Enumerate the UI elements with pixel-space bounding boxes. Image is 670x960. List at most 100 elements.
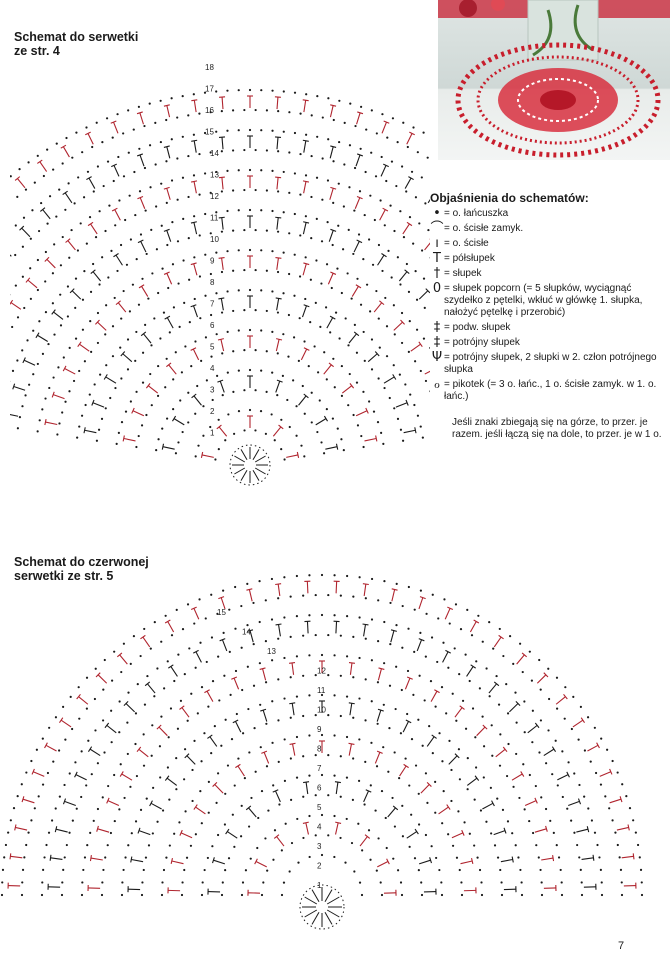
chain-ring — [342, 248, 345, 251]
chain-ring — [265, 390, 268, 393]
stitch-fan — [149, 800, 153, 807]
stitch-fan — [221, 97, 224, 110]
chain-ring — [188, 647, 191, 650]
chain-ring — [326, 220, 329, 224]
stitch-fan — [59, 717, 64, 724]
chain-ring — [240, 604, 243, 608]
chain-ring — [481, 640, 484, 643]
chain-ring — [216, 833, 220, 837]
legend-item: ı= o. ścisłe — [430, 237, 662, 250]
chain-ring — [65, 136, 68, 140]
stitch-fan — [193, 608, 200, 620]
chain-ring — [60, 893, 64, 897]
treble-crochet-icon: ‡ — [433, 320, 441, 335]
chain-ring — [406, 712, 409, 716]
stitch-fan — [298, 395, 307, 406]
chain-ring — [594, 771, 598, 775]
stitch-fan — [200, 451, 204, 458]
row-number: 12 — [210, 192, 219, 201]
stitch-fan — [277, 624, 281, 637]
stitch-fan — [166, 777, 178, 786]
chain-ring — [202, 434, 205, 437]
chain-ring — [413, 403, 416, 407]
chain-ring — [498, 764, 502, 767]
chain-ring — [560, 893, 564, 897]
stitch-fan — [272, 426, 282, 437]
chain-ring — [352, 757, 355, 760]
chain-ring — [243, 228, 246, 232]
chain-ring — [400, 688, 403, 692]
chain-ring — [339, 836, 342, 840]
chain-ring — [132, 128, 135, 131]
chain-ring — [539, 719, 543, 722]
chain-ring — [84, 403, 87, 407]
chain-ring — [410, 813, 413, 816]
stitch-fan — [469, 621, 477, 633]
stitch-fan — [380, 165, 387, 177]
chain-ring — [176, 157, 179, 160]
chain-ring — [265, 765, 269, 768]
stitch-fan — [103, 374, 108, 380]
chain-ring — [345, 655, 349, 658]
chain-ring — [62, 868, 65, 872]
chain-ring — [248, 825, 251, 828]
stitch-fan — [131, 858, 144, 863]
chain-ring — [254, 268, 257, 272]
chain-ring — [233, 784, 236, 787]
stitch-fan — [363, 583, 367, 597]
chain-ring — [147, 297, 150, 300]
stitch-fan — [138, 830, 151, 836]
chain-ring — [272, 858, 275, 861]
chain-ring — [140, 893, 144, 897]
chain-ring — [383, 580, 386, 583]
chain-ring — [211, 680, 215, 683]
chain-ring — [435, 856, 438, 860]
chain-ring — [237, 757, 240, 760]
chain-ring — [276, 230, 280, 233]
chain-ring — [106, 844, 109, 847]
triple-treble-icon: ‡ — [433, 335, 441, 350]
chain-ring — [327, 714, 330, 717]
stitch-fan — [362, 583, 369, 586]
chain-ring — [540, 893, 544, 897]
chain-ring — [72, 379, 76, 383]
chain-ring — [416, 414, 420, 417]
chain-ring — [320, 653, 324, 657]
chain-ring — [129, 400, 132, 403]
row-number: 14 — [242, 628, 251, 637]
chain-ring — [310, 421, 313, 424]
stitch-fan — [534, 797, 538, 804]
stitch-fan — [349, 383, 355, 389]
chain-ring — [283, 656, 286, 660]
row-number: 7 — [210, 300, 215, 309]
stitch-fan — [50, 857, 63, 860]
chain-ring — [485, 820, 488, 823]
stitch-fan — [424, 370, 430, 375]
chain-ring — [352, 595, 355, 598]
chain-ring — [457, 748, 461, 751]
chain-ring — [270, 577, 274, 581]
chain-ring — [396, 141, 399, 144]
legend-item: †= słupek — [430, 267, 662, 280]
chain-ring — [333, 814, 336, 818]
chain-ring — [111, 355, 115, 358]
stitch-fan — [140, 331, 147, 337]
chain-ring — [223, 674, 226, 677]
chain-ring — [410, 738, 414, 741]
chain-ring — [21, 275, 24, 278]
chain-ring — [356, 277, 359, 280]
stitch-fan — [137, 827, 141, 834]
chain-ring — [315, 217, 318, 221]
chain-ring — [220, 230, 224, 233]
chain-ring — [288, 151, 291, 154]
chain-ring — [473, 844, 476, 847]
chain-ring — [628, 807, 632, 810]
chain-ring — [338, 337, 341, 340]
chain-ring — [92, 190, 95, 193]
stitch-fan — [580, 717, 585, 724]
chain-ring — [385, 179, 388, 183]
stitch-fan — [62, 146, 70, 158]
chain-ring — [92, 262, 95, 266]
stitch-fan — [376, 709, 382, 722]
